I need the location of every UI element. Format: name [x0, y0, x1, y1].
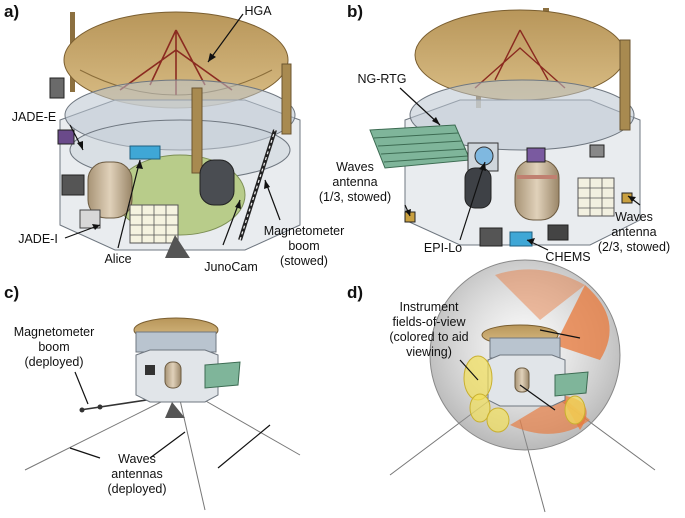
label-chems: CHEMS [545, 250, 591, 264]
fov-orange-top [555, 285, 610, 360]
label-alice: Alice [104, 252, 132, 266]
fov-yellow-left [463, 355, 493, 401]
label-epi-lo: EPI-Lo [423, 241, 463, 255]
panel-d-label: d) [347, 283, 364, 302]
panel-b-label: b) [347, 2, 364, 21]
panel-a-label: a) [4, 2, 20, 21]
label-fov: Instrument fields-of-view (colored to ai… [389, 300, 469, 359]
chems [509, 231, 533, 247]
label-mag-boom-stowed: Magnetometer boom (stowed) [263, 224, 345, 268]
label-waves-deployed: Waves antennas (deployed) [107, 452, 167, 496]
label-ng-rtg: NG-RTG [357, 72, 407, 86]
panel-a-spacecraft [49, 11, 301, 258]
panel-d-spacecraft [389, 259, 656, 513]
label-jade-e: JADE-E [11, 110, 57, 124]
alice-instrument [129, 145, 161, 160]
panel-b-spacecraft [369, 8, 641, 251]
label-waves-2-3: Waves antenna (2/3, stowed) [597, 210, 671, 254]
panel-c-label: c) [4, 283, 20, 302]
label-hga: HGA [244, 4, 272, 18]
hga-struts [119, 29, 233, 95]
label-mag-boom-deployed: Magnetometer boom (deployed) [13, 325, 95, 369]
label-waves-1-3: Waves antenna (1/3, stowed) [318, 160, 392, 204]
dark-tank [199, 159, 235, 206]
panel-c-spacecraft [24, 317, 301, 511]
label-jade-i: JADE-I [18, 232, 58, 246]
label-junocam: JunoCam [204, 260, 258, 274]
